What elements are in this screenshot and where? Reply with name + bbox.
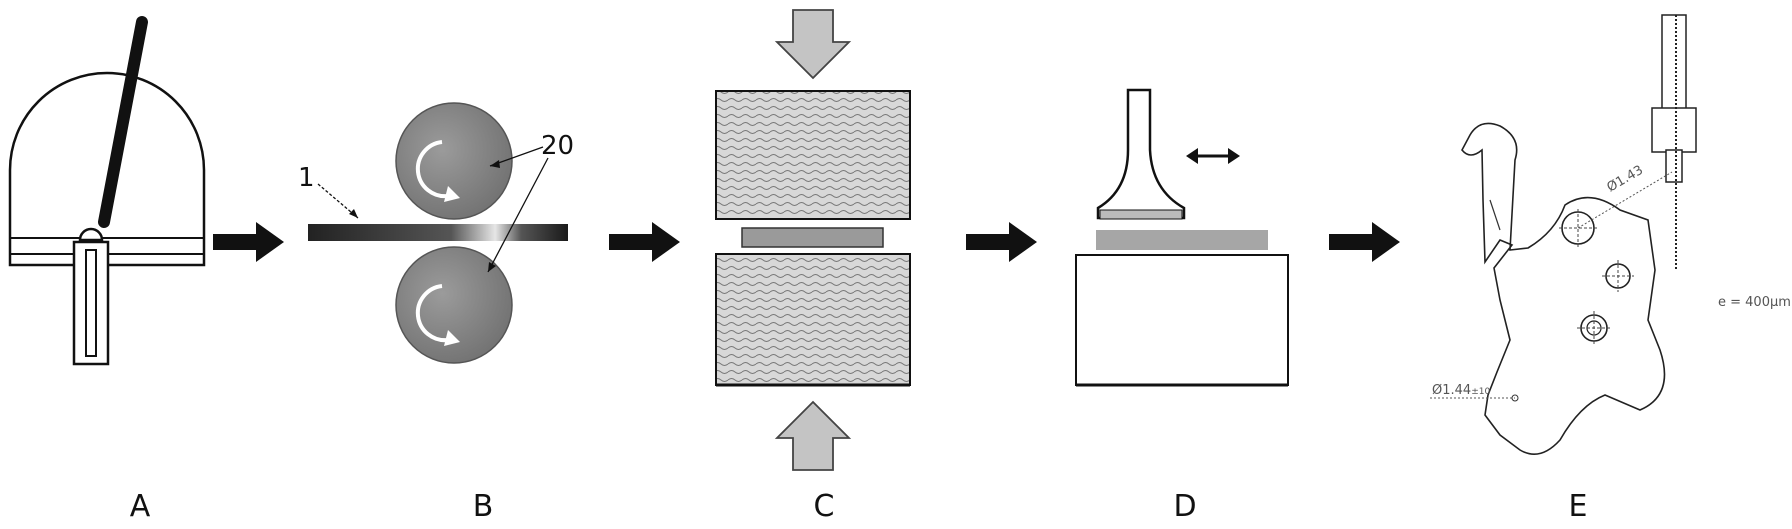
stage-label-e: E [1569,489,1588,524]
oscillation-arrow-left [1186,148,1198,164]
stage-d-polishing [1076,90,1288,385]
lower-platen [716,254,910,385]
process-arrow-bc [609,222,680,262]
probe-body [1652,108,1696,152]
bell-jar [10,73,204,265]
press-arrow-down [777,10,849,78]
sheet-callout-label: 1 [298,163,315,193]
oscillation-arrow-right [1228,148,1240,164]
polishing-pad [1100,210,1182,219]
metal-sheet [308,224,568,241]
pressed-sheet [742,228,883,247]
electrode-rod [104,22,142,222]
probe-tip [1666,150,1682,182]
stage-b-rolling: 1 20 [298,103,574,363]
workpiece-plate [1096,230,1268,250]
melt-dome [80,229,102,240]
stage-label-d: D [1173,489,1196,524]
thickness-dimension: e = 400µm [1718,295,1791,310]
press-arrow-up [777,402,849,470]
sheet-leader-arrowhead [349,209,358,218]
stage-e-finished-part: Ø1.43 Ø1.44±10 e = 400µm [1430,15,1791,454]
upper-hole-dimension: Ø1.43 [1605,163,1646,196]
stage-a-apparatus [10,22,204,364]
upper-roller [396,103,512,219]
polishing-tool [1098,90,1184,218]
process-arrow-cd [966,222,1037,262]
process-arrow-ab [213,222,284,262]
lower-roller [396,247,512,363]
stage-label-b: B [473,489,494,524]
stage-c-pressing [716,10,910,470]
process-arrow-de [1329,222,1400,262]
probe-shaft [1662,15,1686,110]
upper-platen [716,91,910,219]
work-table [1076,255,1288,385]
stage-label-a: A [130,489,151,524]
stage-label-c: C [814,489,835,524]
crucible-channel [86,250,96,356]
lower-hole-dimension: Ø1.44±10 [1432,383,1490,398]
roller-callout-label: 20 [541,131,574,161]
